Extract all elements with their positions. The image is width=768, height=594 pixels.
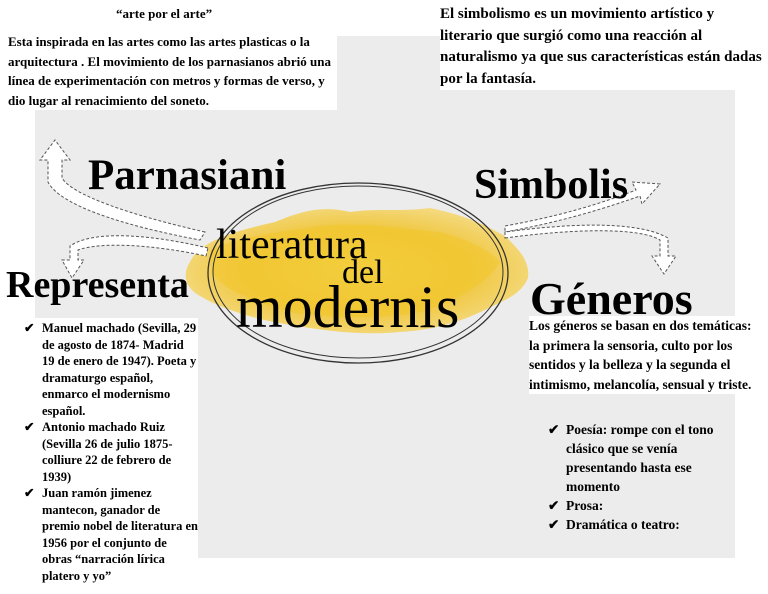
arrow-to-generos <box>504 224 677 275</box>
parnasianismo-description: Esta inspirada en las artes como las art… <box>8 32 337 110</box>
center-line-literatura: literatura <box>216 222 368 268</box>
check-icon: ✔ <box>24 420 35 434</box>
center-line-modernis: modernis <box>236 274 460 340</box>
check-icon: ✔ <box>548 498 560 513</box>
parnasianismo-subtitle: “arte por el arte” <box>116 6 213 21</box>
simbolismo-description: El simbolismo es un movimiento artístico… <box>440 4 762 90</box>
list-item: ✔Juan ramón jimenez mantecon, ganador de… <box>24 486 198 583</box>
list-item: ✔Manuel machado (Sevilla, 29 de agosto d… <box>24 321 197 418</box>
list-item: ✔Dramática o teatro: <box>548 517 680 532</box>
center-ellipse-outer <box>207 182 509 364</box>
arrow-to-simbolismo <box>504 181 662 233</box>
arrow-to-parnasianismo <box>39 139 206 241</box>
check-icon: ✔ <box>548 422 560 437</box>
center-line-del: del <box>342 254 384 291</box>
check-icon: ✔ <box>548 517 560 532</box>
watercolor-splash-2 <box>210 224 500 318</box>
representantes-heading: Representa <box>6 264 189 306</box>
simbolismo-heading: Simbolis <box>474 162 629 208</box>
generos-heading: Géneros <box>530 273 693 324</box>
parnasianismo-heading: Parnasiani <box>88 152 287 199</box>
list-item: ✔Antonio machado Ruiz (Sevilla 26 de jul… <box>24 420 173 484</box>
check-icon: ✔ <box>24 486 35 500</box>
representantes-list: ✔Manuel machado (Sevilla, 29 de agosto d… <box>24 318 198 586</box>
check-icon: ✔ <box>24 321 35 335</box>
generos-list: ✔Poesía: rompe con el tono clásico que s… <box>548 420 746 534</box>
arrow-to-representantes <box>61 235 209 279</box>
generos-description: Los géneros se basan en dos temáticas: l… <box>529 316 763 394</box>
center-ellipse-inner <box>212 185 504 359</box>
list-item: ✔Poesía: rompe con el tono clásico que s… <box>548 422 714 494</box>
list-item: ✔Prosa: <box>548 498 604 513</box>
